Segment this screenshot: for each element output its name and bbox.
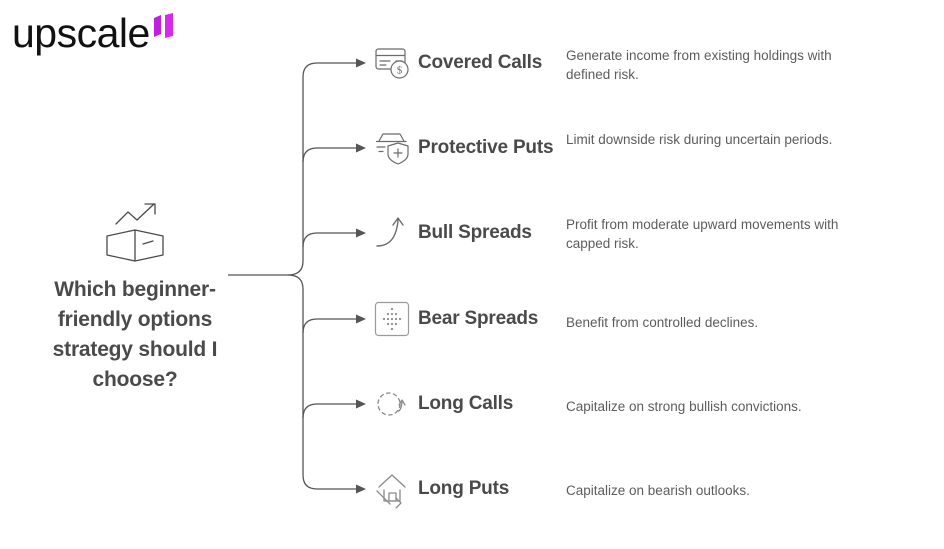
card-shield-plus-icon <box>370 126 414 170</box>
brand-logo[interactable]: upscale <box>12 8 178 58</box>
branch-title: Long Puts <box>418 478 510 499</box>
curved-up-arrow-icon <box>370 211 414 255</box>
branch-description: Capitalize on bearish outlooks. <box>566 483 750 498</box>
branch-long-puts[interactable]: Long Puts <box>370 465 509 513</box>
dashed-circle-up-arrow-icon <box>370 382 414 426</box>
branch-description: Profit from moderate upward movements wi… <box>566 217 839 251</box>
branch-description: Limit downside risk during uncertain per… <box>566 132 833 147</box>
branch-bull-spreads[interactable]: Bull Spreads <box>370 209 532 257</box>
branch-long-calls[interactable]: Long Calls <box>370 380 513 428</box>
branch-title: Bull Spreads <box>418 222 532 243</box>
svg-text:$: $ <box>397 65 403 77</box>
branch-protective-puts[interactable]: Protective Puts <box>370 124 554 172</box>
credit-card-dollar-coin-icon: $ <box>370 41 414 85</box>
open-book-trending-up-icon <box>28 200 242 267</box>
upscale-logo-mark-icon <box>152 12 178 47</box>
root-question-text: Which beginner-friendly options strategy… <box>52 278 218 391</box>
branch-title: Covered Calls <box>418 52 543 73</box>
branch-description: Benefit from controlled declines. <box>566 315 759 330</box>
branch-covered-calls[interactable]: $ Covered Calls <box>370 39 542 87</box>
branch-title: Long Calls <box>418 393 514 414</box>
root-node[interactable]: Which beginner-friendly options strategy… <box>28 200 242 395</box>
dotted-pyramid-square-icon <box>370 297 414 341</box>
branch-description: Generate income from existing holdings w… <box>566 48 832 82</box>
house-down-arrow-icon <box>370 467 414 511</box>
branch-title: Bear Spreads <box>418 308 539 329</box>
branch-title: Protective Puts <box>418 137 554 158</box>
branch-bear-spreads[interactable]: Bear Spreads <box>370 295 538 343</box>
brand-wordmark: upscale <box>12 10 150 56</box>
branch-description: Capitalize on strong bullish convictions… <box>566 399 802 414</box>
